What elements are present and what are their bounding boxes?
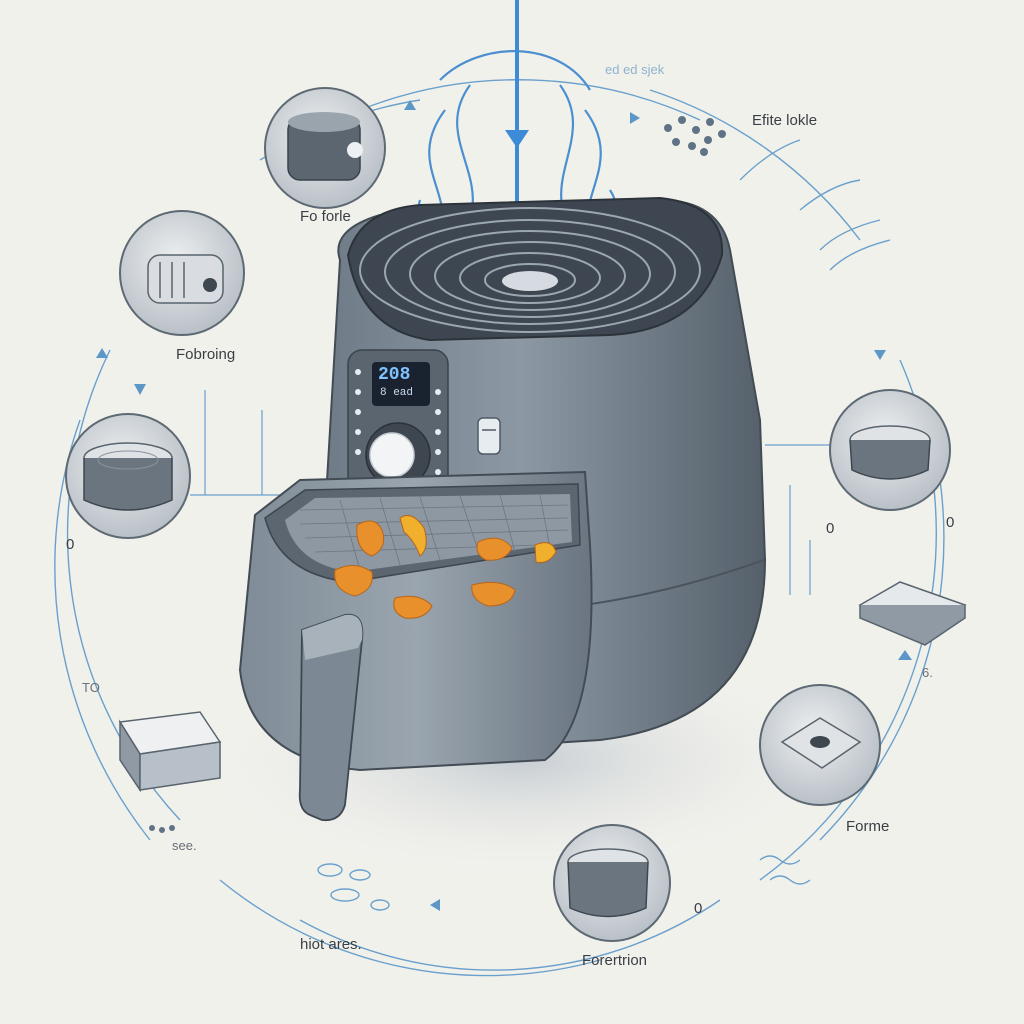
- loose-part-box: [118, 711, 222, 793]
- label-upper-left: Fo forle: [300, 208, 351, 225]
- label-bottom-zero: 0: [694, 900, 703, 917]
- downdraft-arrowhead: [505, 130, 529, 148]
- label-lower-left-see: see.: [172, 838, 197, 853]
- label-bottom-center: Forertrion: [582, 952, 648, 969]
- label-lower-left-to: TO: [82, 680, 100, 695]
- droplet-sketches: [317, 139, 891, 911]
- label-left: Fobroing: [176, 346, 236, 363]
- food-pieces: [334, 515, 557, 619]
- label-left-zero: 0: [66, 536, 75, 553]
- side-button: [477, 417, 501, 455]
- component-circle-3: [65, 413, 191, 539]
- component-circle-2: [119, 210, 245, 336]
- particle-dots: [149, 116, 726, 833]
- label-top-right: Efite lokle: [752, 112, 818, 129]
- loose-part-tray: [858, 581, 967, 646]
- component-circle-1: [264, 87, 386, 209]
- dial-knob: [369, 432, 415, 478]
- label-top-scrawl: ed ed sjek: [605, 62, 665, 77]
- display-mode: 8 ead: [380, 387, 414, 399]
- label-bottom-left: hiot ares.: [300, 936, 362, 953]
- display-screen: [372, 362, 430, 406]
- guide-arrowheads: [96, 100, 912, 911]
- component-circle-4: [829, 389, 951, 511]
- panel-dots: [355, 369, 441, 475]
- top-grille: [359, 207, 701, 333]
- label-right-zero-a: 0: [826, 520, 835, 537]
- fryer-drawer: [238, 470, 593, 822]
- label-right-six: 6.: [922, 665, 933, 680]
- component-circle-6: [553, 824, 671, 942]
- label-right-lower: Forme: [846, 818, 890, 835]
- label-right-zero-b: 0: [946, 514, 955, 531]
- display-temperature: 208: [378, 365, 411, 385]
- component-circle-5: [759, 684, 881, 806]
- basket-mesh: [285, 494, 572, 572]
